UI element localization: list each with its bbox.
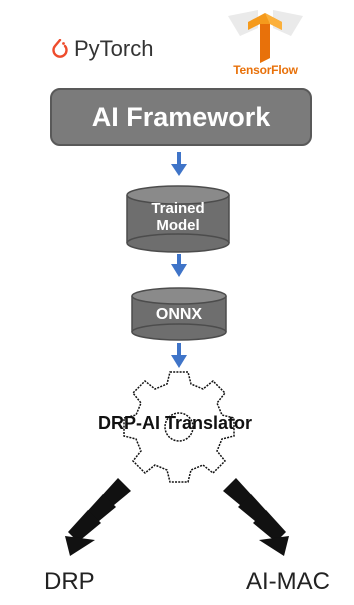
- tensorflow-icon: [228, 10, 303, 63]
- tensorflow-logo: TensorFlow: [218, 8, 313, 88]
- ai-framework-box: AI Framework: [50, 88, 312, 146]
- ai-mac-output-label: AI-MAC: [246, 568, 330, 595]
- arrow-down-3: [171, 343, 187, 368]
- gear-icon: [123, 371, 235, 483]
- chevrons-down-right-icon: [223, 478, 289, 556]
- tensorflow-logo-text: TensorFlow: [233, 63, 298, 77]
- chevrons-down-left-icon: [65, 478, 131, 556]
- trained-model-label-line1: Trained: [151, 200, 205, 217]
- arrow-down-1: [171, 152, 187, 176]
- drp-ai-translator-label: DRP-AI Translator: [97, 413, 253, 433]
- trained-model-label-line2: Model: [156, 217, 200, 235]
- trained-model-cylinder: [126, 185, 230, 253]
- onnx-cylinder: [131, 287, 227, 341]
- pytorch-logo: PyTorch: [52, 36, 153, 62]
- drp-output-label: DRP: [44, 568, 95, 595]
- pytorch-logo-text: PyTorch: [74, 36, 154, 61]
- arrow-down-2: [171, 254, 187, 277]
- ai-framework-label: AI Framework: [91, 101, 271, 132]
- onnx-label: ONNX: [155, 306, 203, 323]
- pytorch-flame-icon: [52, 39, 68, 58]
